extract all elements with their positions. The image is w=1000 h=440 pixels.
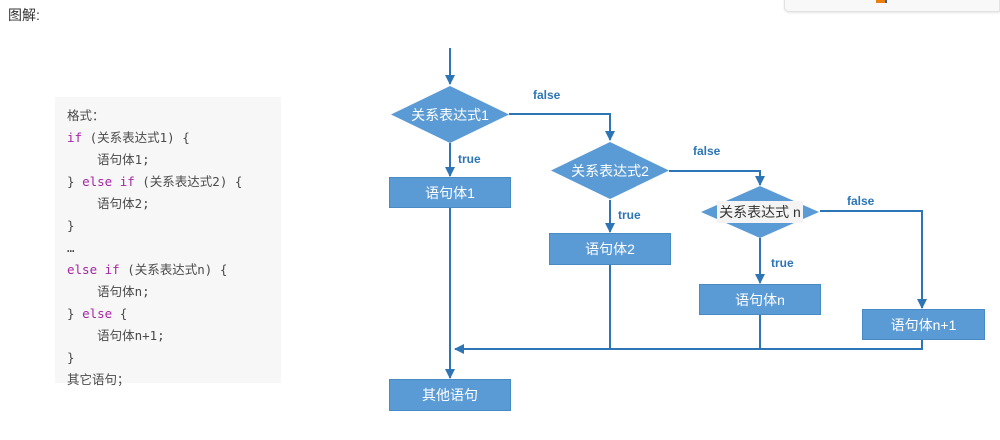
decision-cond2[interactable]: 关系表达式2 [551, 142, 669, 199]
code-line: 语句体n+1; [67, 328, 165, 343]
code-line: } [67, 218, 75, 233]
edge-label-true-2: true [618, 208, 641, 222]
code-line: if (关系表达式1) { [67, 130, 190, 145]
edge-label-false-1: false [533, 88, 561, 102]
edge-label-true-n: true [771, 256, 794, 270]
process-bodyn[interactable]: 语句体n [699, 284, 821, 315]
process-body1-label: 语句体1 [425, 184, 475, 201]
process-after-label: 其他语句 [422, 387, 478, 403]
decision-condn-label: 关系表达式 n [717, 201, 803, 223]
edge-label-false-2: false [693, 144, 721, 158]
code-line: 格式： [67, 108, 105, 123]
code-line: … [67, 240, 76, 255]
decision-cond1[interactable]: 关系表达式1 [391, 86, 509, 143]
code-line: 语句体n; [67, 284, 150, 299]
process-body1[interactable]: 语句体1 [389, 177, 511, 208]
code-line: 语句体1; [67, 152, 150, 167]
orange-marker-icon [876, 0, 887, 3]
code-line: 其它语句； [67, 372, 130, 387]
process-bodyn1[interactable]: 语句体n+1 [862, 309, 985, 340]
process-bodyn1-label: 语句体n+1 [890, 316, 957, 333]
code-line: } [67, 350, 75, 365]
code-line: } else { [67, 306, 128, 321]
process-bodyn-label: 语句体n [735, 291, 785, 308]
code-line: 语句体2; [67, 196, 150, 211]
process-after[interactable]: 其他语句 [389, 379, 511, 411]
decision-cond2-label: 关系表达式2 [571, 162, 649, 179]
code-line: else if (关系表达式n) { [67, 262, 228, 277]
decision-condn[interactable]: 关系表达式 n [701, 186, 819, 238]
code-block: 格式： if (关系表达式1) { 语句体1; } else if (关系表达式… [55, 97, 281, 387]
code-line: } else if (关系表达式2) { [67, 174, 243, 189]
page-title: 图解: [8, 7, 40, 23]
process-body2-label: 语句体2 [585, 241, 635, 257]
edge-label-true-1: true [458, 152, 481, 166]
edge-label-false-n: false [847, 194, 875, 208]
process-body2[interactable]: 语句体2 [549, 233, 671, 265]
decision-cond1-label: 关系表达式1 [411, 106, 489, 123]
